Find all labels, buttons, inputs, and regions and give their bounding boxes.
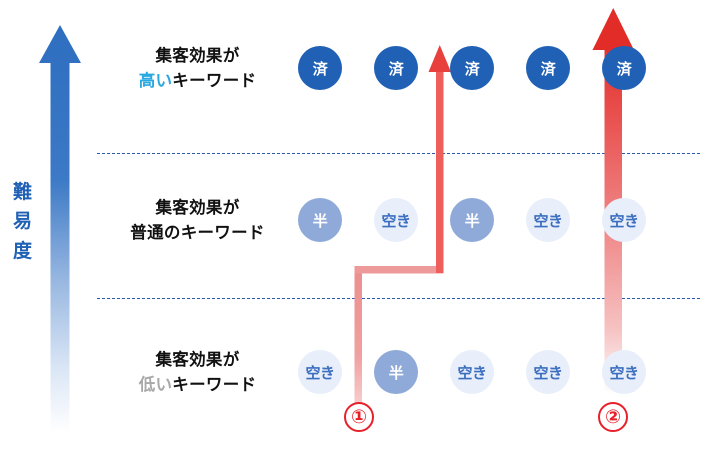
band-divider-high-normal: [97, 153, 700, 154]
band-divider-normal-low: [97, 298, 700, 299]
status-cell-normal-4[interactable]: 空き: [526, 198, 570, 242]
status-cell-normal-1[interactable]: 半: [298, 198, 342, 242]
status-cell-low-3[interactable]: 空き: [450, 350, 494, 394]
row-label-normal-accent: 普通の: [130, 224, 181, 243]
step-marker-2[interactable]: ②: [598, 402, 628, 432]
difficulty-arrow-icon: [39, 25, 81, 432]
row-label-low-accent: 低い: [138, 376, 173, 395]
status-cell-normal-2[interactable]: 空き: [374, 198, 418, 242]
status-cell-high-1[interactable]: 済: [298, 46, 342, 90]
row-label-low: 集客効果が 低いキーワード: [105, 348, 290, 398]
status-cell-low-1[interactable]: 空き: [298, 350, 342, 394]
status-cell-low-2[interactable]: 半: [374, 350, 418, 394]
row-label-low-rest: キーワード: [172, 376, 257, 395]
row-label-high-line2: 高いキーワード: [105, 69, 290, 94]
row-label-normal-line2: 普通のキーワード: [105, 221, 290, 246]
row-label-normal-rest: キーワード: [180, 224, 265, 243]
status-cell-high-2[interactable]: 済: [374, 46, 418, 90]
row-label-low-line2: 低いキーワード: [105, 373, 290, 398]
row-label-high: 集客効果が 高いキーワード: [105, 44, 290, 94]
difficulty-axis-label: 難 易 度: [6, 178, 40, 266]
status-cell-high-3[interactable]: 済: [450, 46, 494, 90]
row-label-normal: 集客効果が 普通のキーワード: [105, 196, 290, 246]
row-label-low-line1: 集客効果が: [155, 351, 240, 369]
row-label-normal-line1: 集客効果が: [155, 199, 240, 217]
step-marker-1[interactable]: ①: [344, 402, 374, 432]
axis-char-3: 度: [12, 240, 33, 262]
row-label-high-accent: 高い: [138, 72, 173, 91]
row-label-high-line1: 集客効果が: [155, 47, 240, 65]
status-cell-high-4[interactable]: 済: [526, 46, 570, 90]
axis-char-1: 難: [12, 182, 33, 203]
status-cell-low-4[interactable]: 空き: [526, 350, 570, 394]
difficulty-axis: 難 易 度: [0, 0, 110, 450]
status-cell-normal-3[interactable]: 半: [450, 198, 494, 242]
axis-char-2: 易: [12, 211, 33, 233]
row-label-high-rest: キーワード: [172, 72, 257, 91]
